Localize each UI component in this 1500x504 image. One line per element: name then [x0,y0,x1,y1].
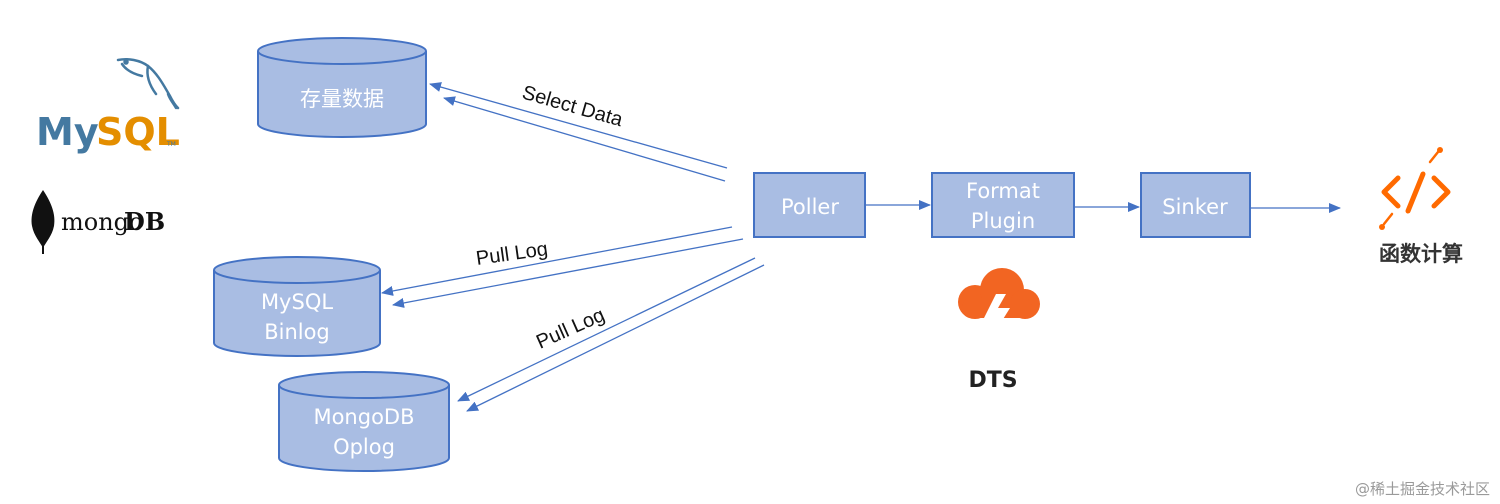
dolphin-icon [116,58,180,110]
mongodb-wordmark-mongo: mongo [61,208,143,236]
pull-log-oplog-edge [457,257,765,412]
sinker-label: Sinker [1162,195,1228,219]
function-compute-label: 函数计算 [1379,242,1463,266]
mongodb-logo: mongo DB [31,190,165,254]
mysql-trademark: TM [166,141,176,148]
function-compute-icon [1379,147,1451,230]
mongodb-oplog-label-line1: MongoDB [313,405,414,429]
function-compute-logo: 函数计算 [1379,147,1463,266]
poller-box: Poller [753,172,866,238]
poller-label: Poller [781,195,839,219]
pull-log-binlog-label: Pull Log [475,238,550,270]
mysql-wordmark-my: My [36,110,99,154]
stock-data-cylinder: 存量数据 [257,37,427,138]
stock-data-label: 存量数据 [300,87,384,111]
watermark: @稀土掘金技术社区 [1355,480,1490,498]
mongodb-wordmark-db: DB [124,207,165,236]
mysql-binlog-label-line1: MySQL [261,290,333,314]
mysql-binlog-cylinder: MySQL Binlog [213,256,381,357]
format-plugin-box: Format Plugin [931,172,1075,238]
dts-label: DTS [968,368,1017,393]
mysql-wordmark-sql: SQL [96,110,180,154]
sinker-box: Sinker [1140,172,1251,238]
dts-cloud-icon [958,268,1040,340]
mongodb-oplog-label-line2: Oplog [333,435,395,459]
mysql-logo: My SQL TM [36,58,180,154]
select-data-edge [429,82,728,182]
mongodb-leaf-icon [31,190,55,248]
pull-log-binlog-edge [381,226,744,308]
dts-logo: DTS [958,268,1040,393]
mysql-binlog-label-line2: Binlog [264,320,330,344]
mongodb-oplog-cylinder: MongoDB Oplog [278,371,450,472]
format-plugin-label-line1: Format [966,179,1040,203]
format-plugin-label-line2: Plugin [971,209,1035,233]
